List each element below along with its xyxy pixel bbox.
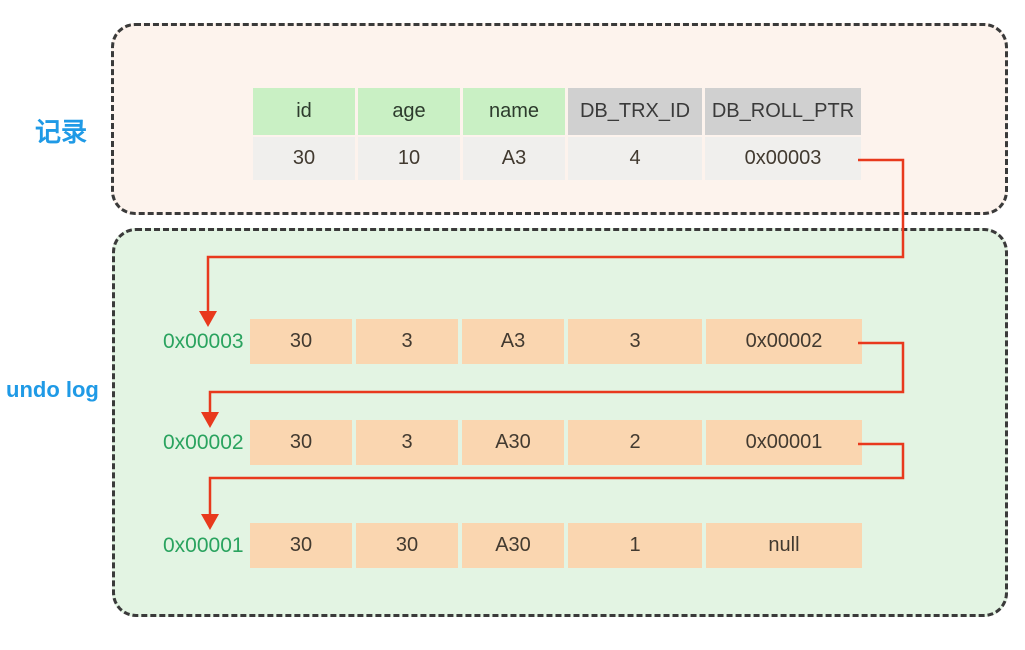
undo-cell-db-trx-id: 2	[568, 420, 702, 465]
undo-cell-db-trx-id: 3	[568, 319, 702, 364]
undo-cell-age: 30	[356, 523, 458, 568]
undo-row-cells: 30 30 A30 1 null	[250, 523, 862, 568]
undo-cell-id: 30	[250, 420, 352, 465]
undo-log-section-label: undo log	[6, 377, 99, 402]
undo-cell-id: 30	[250, 319, 352, 364]
record-section-label: 记录	[35, 117, 88, 147]
undo-cell-id: 30	[250, 523, 352, 568]
undo-cell-name: A3	[462, 319, 564, 364]
undo-cell-db-roll-ptr: 0x00001	[706, 420, 862, 465]
undo-row-address: 0x00003	[163, 329, 244, 353]
undo-row-cells: 30 3 A3 3 0x00002	[250, 319, 862, 364]
undo-row-cells: 30 3 A30 2 0x00001	[250, 420, 862, 465]
record-value-db-trx-id: 4	[568, 137, 702, 180]
header-cell-db-roll-ptr: DB_ROLL_PTR	[705, 88, 861, 135]
record-table: id age name DB_TRX_ID DB_ROLL_PTR 30 10 …	[253, 88, 861, 180]
undo-log-row-0x00002: 0x00002 30 3 A30 2 0x00001	[163, 420, 862, 465]
record-value-age: 10	[358, 137, 460, 180]
undo-cell-name: A30	[462, 420, 564, 465]
undo-cell-db-roll-ptr: null	[706, 523, 862, 568]
undo-cell-db-trx-id: 1	[568, 523, 702, 568]
record-value-db-roll-ptr: 0x00003	[705, 137, 861, 180]
record-value-id: 30	[253, 137, 355, 180]
record-value-row: 30 10 A3 4 0x00003	[253, 137, 861, 180]
undo-log-row-0x00003: 0x00003 30 3 A3 3 0x00002	[163, 319, 862, 364]
undo-cell-name: A30	[462, 523, 564, 568]
undo-cell-age: 3	[356, 420, 458, 465]
header-cell-db-trx-id: DB_TRX_ID	[568, 88, 702, 135]
undo-row-address: 0x00002	[163, 430, 244, 454]
header-cell-id: id	[253, 88, 355, 135]
undo-cell-age: 3	[356, 319, 458, 364]
undo-cell-db-roll-ptr: 0x00002	[706, 319, 862, 364]
header-cell-age: age	[358, 88, 460, 135]
record-value-name: A3	[463, 137, 565, 180]
undo-log-row-0x00001: 0x00001 30 30 A30 1 null	[163, 523, 862, 568]
header-cell-name: name	[463, 88, 565, 135]
record-header-row: id age name DB_TRX_ID DB_ROLL_PTR	[253, 88, 861, 135]
undo-row-address: 0x00001	[163, 533, 244, 557]
